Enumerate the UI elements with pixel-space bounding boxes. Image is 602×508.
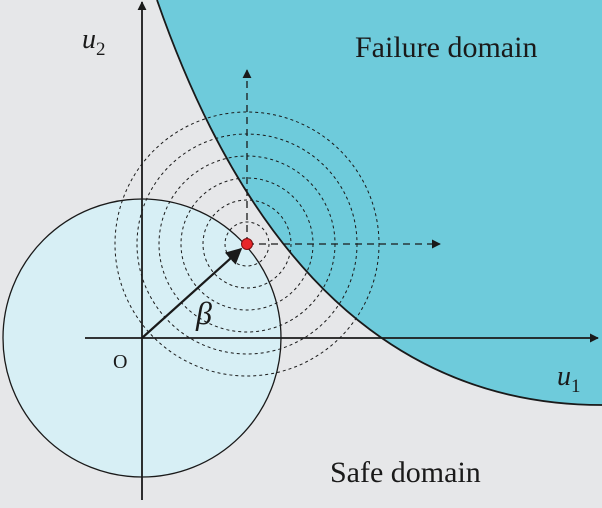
beta-label: β xyxy=(195,295,212,331)
u1-axis-label: u1 xyxy=(557,361,581,397)
limit-state-curve xyxy=(156,0,602,406)
origin-label: O xyxy=(113,351,127,373)
u2-axis-letter: u xyxy=(82,24,96,55)
design-point xyxy=(241,238,253,250)
u2-axis-label: u2 xyxy=(82,24,106,60)
u2-axis-subscript: 2 xyxy=(96,39,106,60)
u1-axis-subscript: 1 xyxy=(571,376,581,397)
failure-region xyxy=(157,0,602,405)
failure-domain-label: Failure domain xyxy=(355,31,537,64)
beta-vector xyxy=(141,247,243,339)
contour-ring xyxy=(202,199,292,289)
u1-axis-letter: u xyxy=(557,361,571,392)
safe-domain-label: Safe domain xyxy=(330,456,481,489)
contour-ring xyxy=(224,221,270,267)
